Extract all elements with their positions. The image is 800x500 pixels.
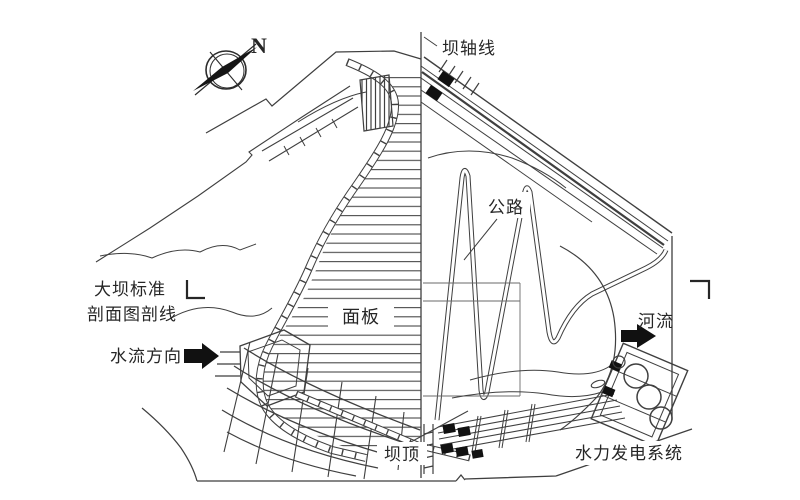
flow-direction-label: 水流方向 [110,347,182,367]
upstream-heel-block [215,329,311,407]
north-label: N [251,33,267,58]
upstream-plinth-band [255,58,400,462]
spillway-gates [425,70,455,102]
hydropower-system-label: 水力发电系统 [575,444,683,464]
river-flow-arrow-icon [621,324,656,348]
penstocks [437,393,626,453]
dam-crest-label: 坝顶 [384,445,420,465]
river-label: 河流 [638,312,674,332]
intake-gates [440,423,484,459]
label-backplates [328,192,692,465]
terrain-contours [95,50,422,482]
turbine-unit-1 [623,363,649,389]
turbine-unit-3 [649,406,673,430]
road-label: 公路 [488,198,524,218]
powerhouse [590,342,689,448]
section-cut-marks [185,279,711,300]
spillway-band [420,56,673,255]
switchback-road [423,150,669,421]
dam-axis-leader [423,36,438,47]
section-caption-line1: 大坝标准 [94,280,166,300]
ground-line [197,428,693,482]
face-slab-label: 面板 [342,307,380,328]
flow-direction-arrow-icon [184,343,219,369]
dam-axis-label: 坝轴线 [442,39,496,59]
road-label-leader [463,218,498,261]
turbine-unit-2 [636,384,662,410]
section-mark-left [185,280,205,300]
label-leaders [408,218,498,444]
dam-axis-line [420,32,438,478]
north-compass-icon [193,43,257,96]
section-caption-line2: 剖面图剖线 [87,305,177,325]
turbine-unit-4 [612,355,626,369]
face-slab-hatch-area [261,70,421,458]
spillway-approach-structure [261,74,394,162]
abutment-excavation-grid [221,341,421,480]
section-mark-right [690,279,711,299]
crest-label-leader [408,410,469,444]
